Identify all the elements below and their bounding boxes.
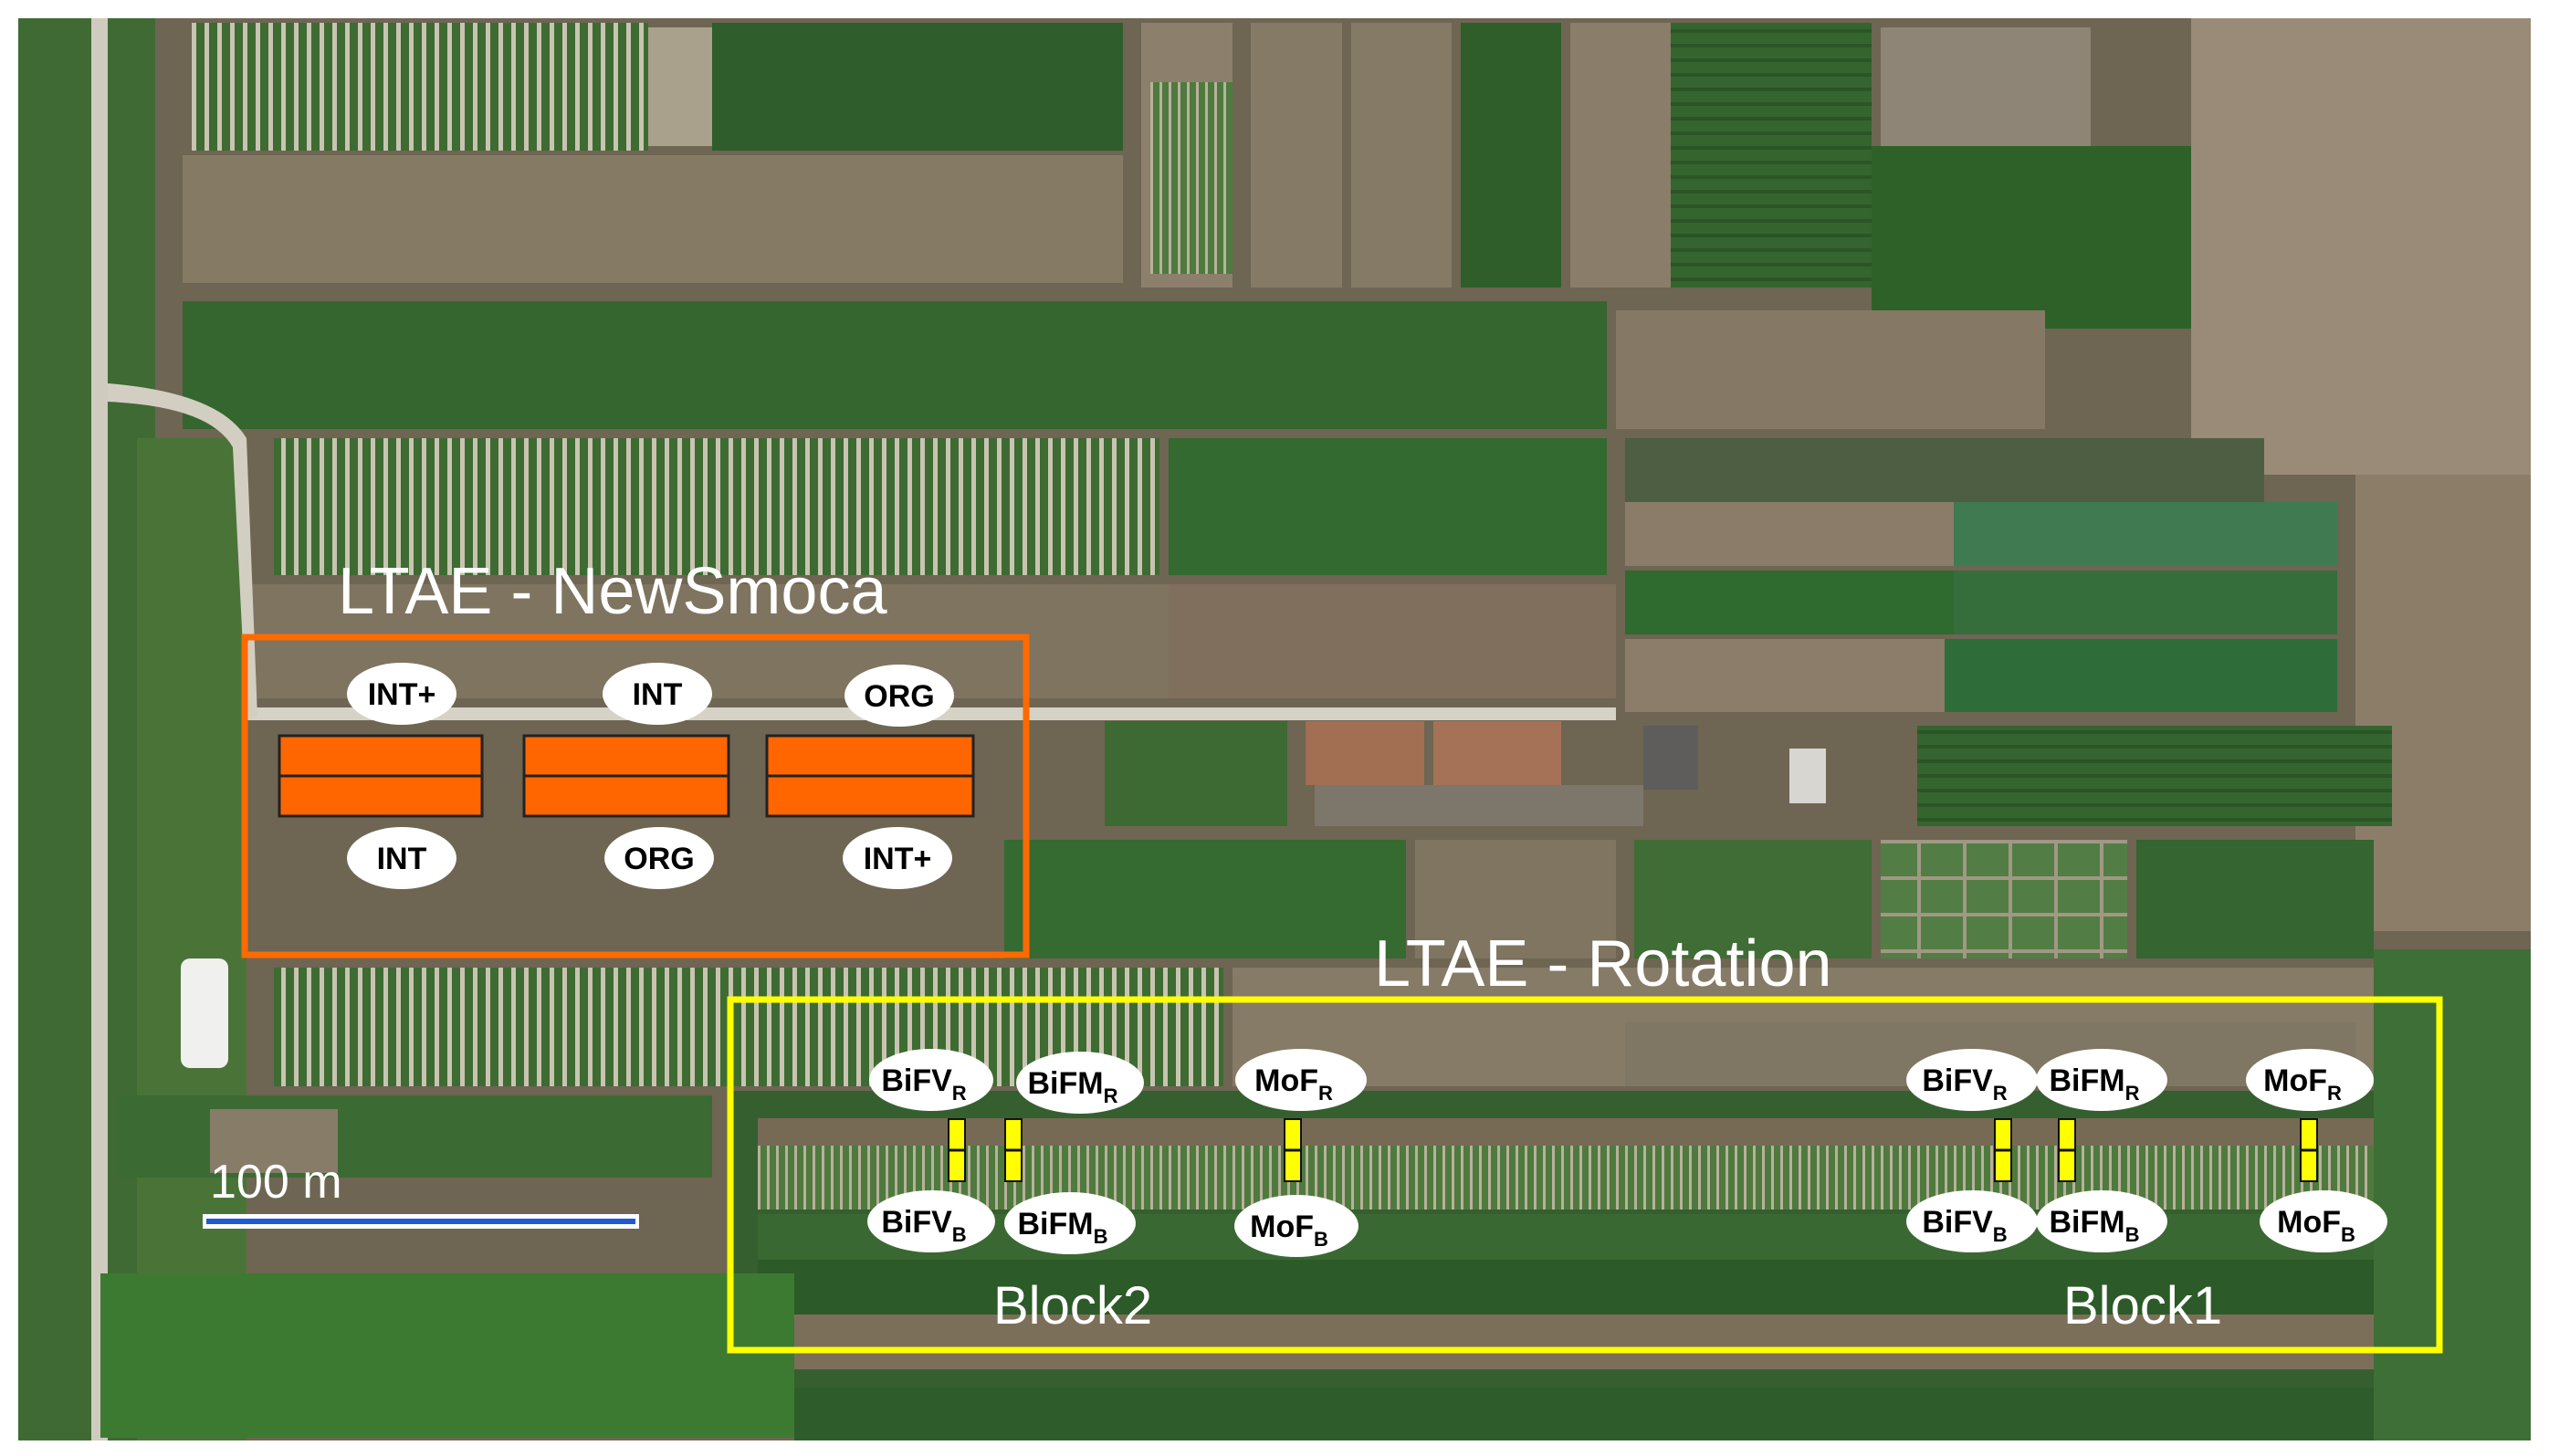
scale-bar-label: 100 m <box>210 1156 342 1209</box>
svg-text:MoFB: MoFB <box>1250 1210 1328 1251</box>
block2-top-label-mof: MoFR <box>1235 1049 1367 1111</box>
svg-text:MoFR: MoFR <box>2263 1063 2342 1105</box>
block1-top-label-bifm: BiFMR <box>2036 1049 2167 1111</box>
block2-top-label-bifm: BiFMR <box>1016 1052 1144 1114</box>
svg-text:BiFMB: BiFMB <box>1018 1207 1108 1248</box>
svg-text:ORG: ORG <box>864 679 934 714</box>
newsmoca-top-label-1: INT+ <box>347 663 456 725</box>
svg-text:ORG: ORG <box>624 842 694 876</box>
svg-text:INT: INT <box>633 677 683 712</box>
svg-text:BiFVR: BiFVR <box>881 1063 966 1105</box>
block1-bottom-label-bifm: BiFMB <box>2036 1190 2167 1252</box>
block1-top-label-mof: MoFR <box>2246 1049 2374 1111</box>
rotation-title: LTAE - Rotation <box>1374 927 1832 1000</box>
newsmoca-frame <box>241 634 1030 958</box>
scale-bar: 100 m <box>203 1156 639 1229</box>
block2-bottom-label-mof: MoFB <box>1234 1195 1358 1257</box>
svg-text:INT+: INT+ <box>864 842 932 876</box>
block2-label: Block2 <box>993 1276 1152 1336</box>
svg-text:BiFMR: BiFMR <box>2050 1063 2140 1105</box>
newsmoca-plots <box>278 734 975 818</box>
newsmoca-bottom-label-2: ORG <box>604 827 714 889</box>
svg-text:INT: INT <box>377 842 427 876</box>
newsmoca-title: LTAE - NewSmoca <box>338 555 887 628</box>
newsmoca-top-label-3: ORG <box>844 665 954 727</box>
svg-text:BiFMR: BiFMR <box>1028 1066 1118 1107</box>
block1-label: Block1 <box>2063 1276 2222 1336</box>
svg-text:BiFVR: BiFVR <box>1922 1063 2007 1105</box>
rotation-experiment: LTAE - Rotation BiFVR BiFMR <box>727 927 2443 1354</box>
rotation-plots <box>948 1118 2318 1182</box>
rotation-frame <box>727 996 2443 1354</box>
block1-top-label-bifv: BiFVR <box>1906 1049 2038 1111</box>
svg-text:MoFR: MoFR <box>1254 1063 1333 1105</box>
svg-text:BiFVB: BiFVB <box>1922 1205 2007 1246</box>
scale-bar-line <box>206 1219 635 1224</box>
svg-text:BiFMB: BiFMB <box>2050 1205 2140 1246</box>
newsmoca-experiment: LTAE - NewSmoca INT+ INT ORG INT <box>241 555 1030 958</box>
block2-top-label-bifv: BiFVR <box>869 1049 993 1111</box>
block1-bottom-label-bifv: BiFVB <box>1906 1190 2038 1252</box>
newsmoca-bottom-label-3: INT+ <box>843 827 952 889</box>
svg-text:MoFB: MoFB <box>2277 1205 2355 1246</box>
block2-bottom-label-bifv: BiFVB <box>867 1190 995 1252</box>
block2-bottom-label-bifm: BiFMB <box>1004 1192 1136 1254</box>
newsmoca-top-label-2: INT <box>603 663 712 725</box>
newsmoca-bottom-label-1: INT <box>347 827 456 889</box>
svg-text:BiFVB: BiFVB <box>881 1205 966 1246</box>
block1-bottom-label-mof: MoFB <box>2260 1190 2387 1252</box>
svg-text:INT+: INT+ <box>368 677 436 712</box>
